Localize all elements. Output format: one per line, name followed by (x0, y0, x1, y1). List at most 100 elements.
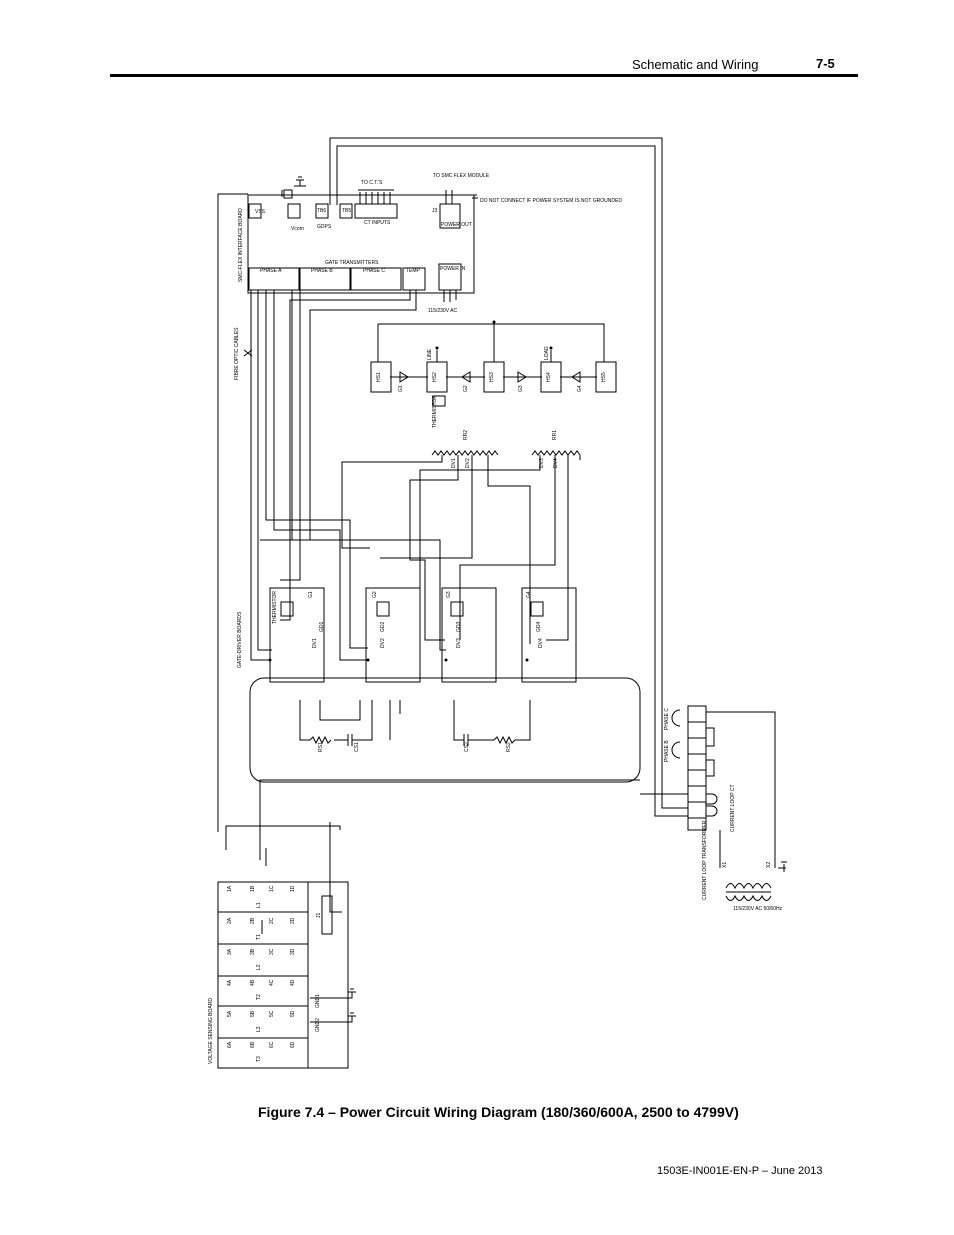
gate-driver-boards-label: GATE-DRIVER BOARDS (237, 611, 243, 668)
thermistor-label: THERMISTOR (432, 395, 438, 428)
vsb-term-1c: 1C (269, 885, 275, 892)
temp-label: TEMP (406, 268, 421, 274)
scr-gate-g3: G3 (518, 385, 524, 392)
page-footer: 1503E-IN001E-EN-P – June 2013 (657, 1165, 823, 1177)
scr-gate-g4: G4 (577, 385, 583, 392)
vsb-term-2a: 2A (227, 917, 233, 924)
rr1-label: RR1 (552, 430, 558, 440)
vsb-term-4d: 4D (290, 979, 296, 986)
driver-thermistor-label: THERMISTOR (272, 591, 278, 624)
vsb-term-6c: 6C (269, 1041, 275, 1048)
ct-inputs-label: CT INPUTS (364, 220, 391, 226)
rs2-label: RS2 (506, 742, 512, 752)
driver-gate-g1: G1 (308, 591, 314, 598)
dv3-driver-label: DV3 (456, 638, 462, 648)
vsb-term-3b: 3B (250, 948, 256, 955)
gd4-label: GD4 (536, 622, 542, 633)
header-rule (110, 74, 858, 77)
vsb-term-3a: 3A (227, 948, 233, 955)
phase-a-label: PHASE A (260, 268, 282, 274)
scr-gate-g1: G1 (398, 385, 404, 392)
power-in-label: POWER IN (440, 266, 466, 272)
vsb-term-6a: 6A (227, 1041, 233, 1048)
vsb-term-1a: 1A (227, 885, 233, 892)
dv1-driver-label: DV1 (312, 638, 318, 648)
ct-phase-b-label: PHASE B (664, 740, 670, 762)
vsb-term-5b: 5B (250, 1010, 256, 1017)
gd3-label: GD3 (456, 622, 462, 633)
vsb-term-4b: 4B (250, 979, 256, 986)
vsb-term-4a: 4A (227, 979, 233, 986)
heatsink-hs4: HS4 (546, 372, 552, 382)
to-smc-flex-label: TO SMC FLEX MODULE (433, 173, 490, 179)
line-label: LINE (427, 348, 433, 360)
driver-gate-g3: G3 (446, 591, 452, 598)
vsb-line-l3: L3 (256, 1026, 262, 1032)
dv4-rr-label: DV4 (553, 458, 559, 468)
header-title: Schematic and Wiring (632, 57, 759, 72)
vsb-line-l2: L2 (256, 964, 262, 970)
power-in-voltage: 115/230V AC (428, 308, 457, 314)
phase-b-label: PHASE B (311, 268, 333, 274)
vsb-term-3d: 3D (290, 948, 296, 955)
tb5-label: TB5 (342, 208, 351, 214)
figure-caption: Figure 7.4 – Power Circuit Wiring Diagra… (258, 1104, 739, 1120)
vsb-term-2c: 2C (269, 917, 275, 924)
vsb-line-t3: T3 (256, 1056, 262, 1062)
heatsink-hs3: HS3 (489, 372, 495, 382)
transformer-supply-label: 115/230V AC 50/60Hz (733, 906, 783, 912)
vsb-line-t2: T2 (256, 994, 262, 1000)
dv4-driver-label: DV4 (538, 638, 544, 648)
gd2-label: GD2 (380, 622, 386, 633)
dv3-rr-label: DV3 (539, 458, 545, 468)
rr2-label: RR2 (463, 430, 469, 440)
fibre-optic-label: FIBRE OPTIC CABLES (234, 327, 240, 380)
page-number: 7-5 (816, 56, 835, 71)
gdps-label: GDPS (317, 224, 332, 230)
driver-gate-g4: G4 (526, 591, 532, 598)
vsb-term-6b: 6B (250, 1041, 256, 1048)
heatsink-hs5: HS5 (601, 372, 607, 382)
gd1-label: GD1 (319, 622, 325, 633)
vsb-term-6d: 6D (290, 1041, 296, 1048)
power-out-label: POWER OUT (441, 222, 472, 228)
heatsink-hs2: HS2 (432, 372, 438, 382)
vsb-line-t1: T1 (256, 934, 262, 940)
j1-label: J1 (316, 913, 322, 919)
heatsink-hs1: HS1 (376, 372, 382, 382)
dv2-driver-label: DV2 (380, 638, 386, 648)
do-not-connect-note: DO NOT CONNECT IF POWER SYSTEM IS NOT GR… (480, 198, 622, 204)
vcom-label: Vcom (291, 226, 304, 232)
tb6-label: TB6 (317, 208, 326, 214)
scr-gate-g2: G2 (463, 385, 469, 392)
x1-label: X1 (722, 862, 728, 868)
vsb-term-1d: 1D (290, 885, 296, 892)
vsb-term-3c: 3C (269, 948, 275, 955)
ct-phase-c-label: PHASE C (664, 708, 670, 730)
cs2-label: CS2 (464, 742, 470, 752)
driver-gate-g2: G2 (372, 591, 378, 598)
cs1-label: CS1 (354, 742, 360, 752)
gnd1-label: GND1 (315, 994, 321, 1008)
interface-board-label: SMC-FLEX INTERFACE BOARD (238, 208, 244, 282)
gnd2-label: GND2 (315, 1018, 321, 1032)
rs1-label: RS1 (318, 742, 324, 752)
to-cts-label: TO C.T.'S (361, 180, 383, 186)
phase-c-label: PHASE C (363, 268, 385, 274)
vss-label: VSS (255, 209, 266, 215)
vsb-term-5c: 5C (269, 1010, 275, 1017)
vsb-line-l1: L1 (256, 902, 262, 908)
voltage-sensing-board-label: VOLTAGE SENSING BOARD (208, 998, 214, 1064)
dv2-rr-label: DV2 (465, 458, 471, 468)
vsb-term-5a: 5A (227, 1010, 233, 1017)
vsb-term-2b: 2B (250, 917, 256, 924)
dv1-rr-label: DV1 (451, 458, 457, 468)
vsb-term-5d: 5D (290, 1010, 296, 1017)
x2-label: X2 (766, 862, 772, 868)
current-loop-ct-label: CURRENT LOOP CT (730, 784, 736, 832)
vsb-term-4c: 4C (269, 979, 275, 986)
vsb-term-2d: 2D (290, 917, 296, 924)
vsb-term-1b: 1B (250, 885, 256, 892)
load-label: LOAD (544, 346, 550, 360)
